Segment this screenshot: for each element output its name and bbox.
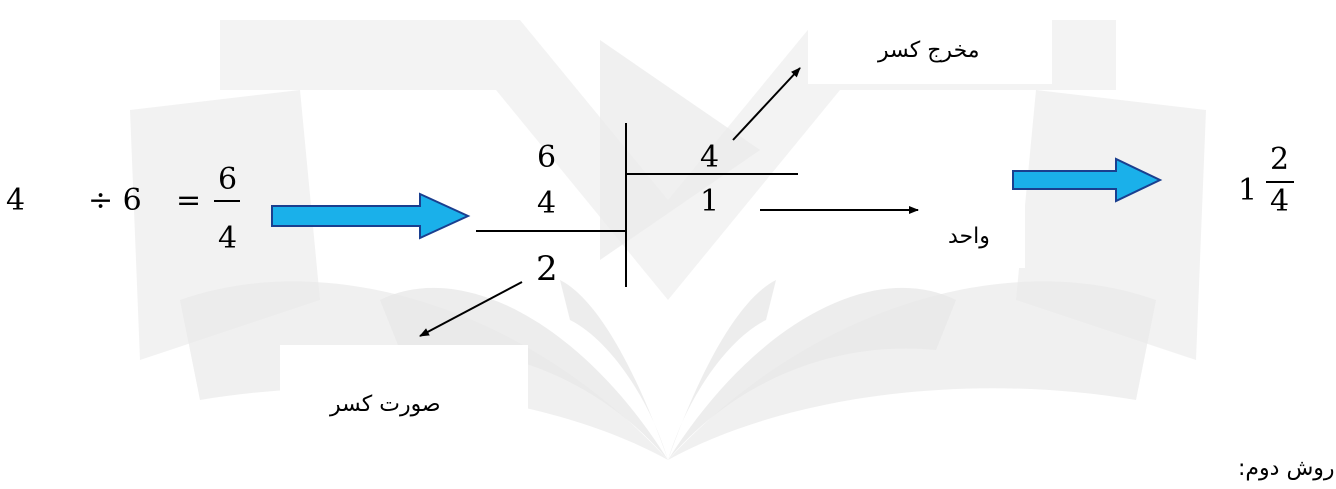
block-arrow-left [271,192,471,240]
arrow-to-numerator-label [419,281,523,337]
fraction-numerator: 6 [218,162,238,197]
equation-operator: ÷ 6 [88,183,142,218]
whole-label: واحد [948,224,990,249]
fraction-bar [214,200,240,202]
result-whole: 1 [1238,173,1258,208]
division-dividend: 6 [537,140,557,175]
equation-equals: = [176,183,202,218]
result-denominator: 4 [1270,184,1290,219]
division-quotient: 1 [700,184,720,219]
result-fraction-bar [1266,181,1294,183]
equation-dividend: 4 [6,183,26,218]
result-numerator: 2 [1270,142,1290,177]
numerator-label: صورت کسر [330,392,441,417]
division-subtracted: 4 [537,186,557,221]
division-divisor: 4 [700,140,720,175]
division-remainder: 2 [536,249,558,289]
fraction-denominator: 4 [218,221,238,256]
numerator-label-box [280,345,528,437]
arrow-to-denominator-label [732,67,801,141]
method-label: روش دوم: [1238,456,1335,481]
whole-label-box [923,192,1025,268]
denominator-label-box [808,6,1052,84]
block-arrow-right [1012,157,1163,203]
denominator-label: مخرج کسر [878,38,980,63]
